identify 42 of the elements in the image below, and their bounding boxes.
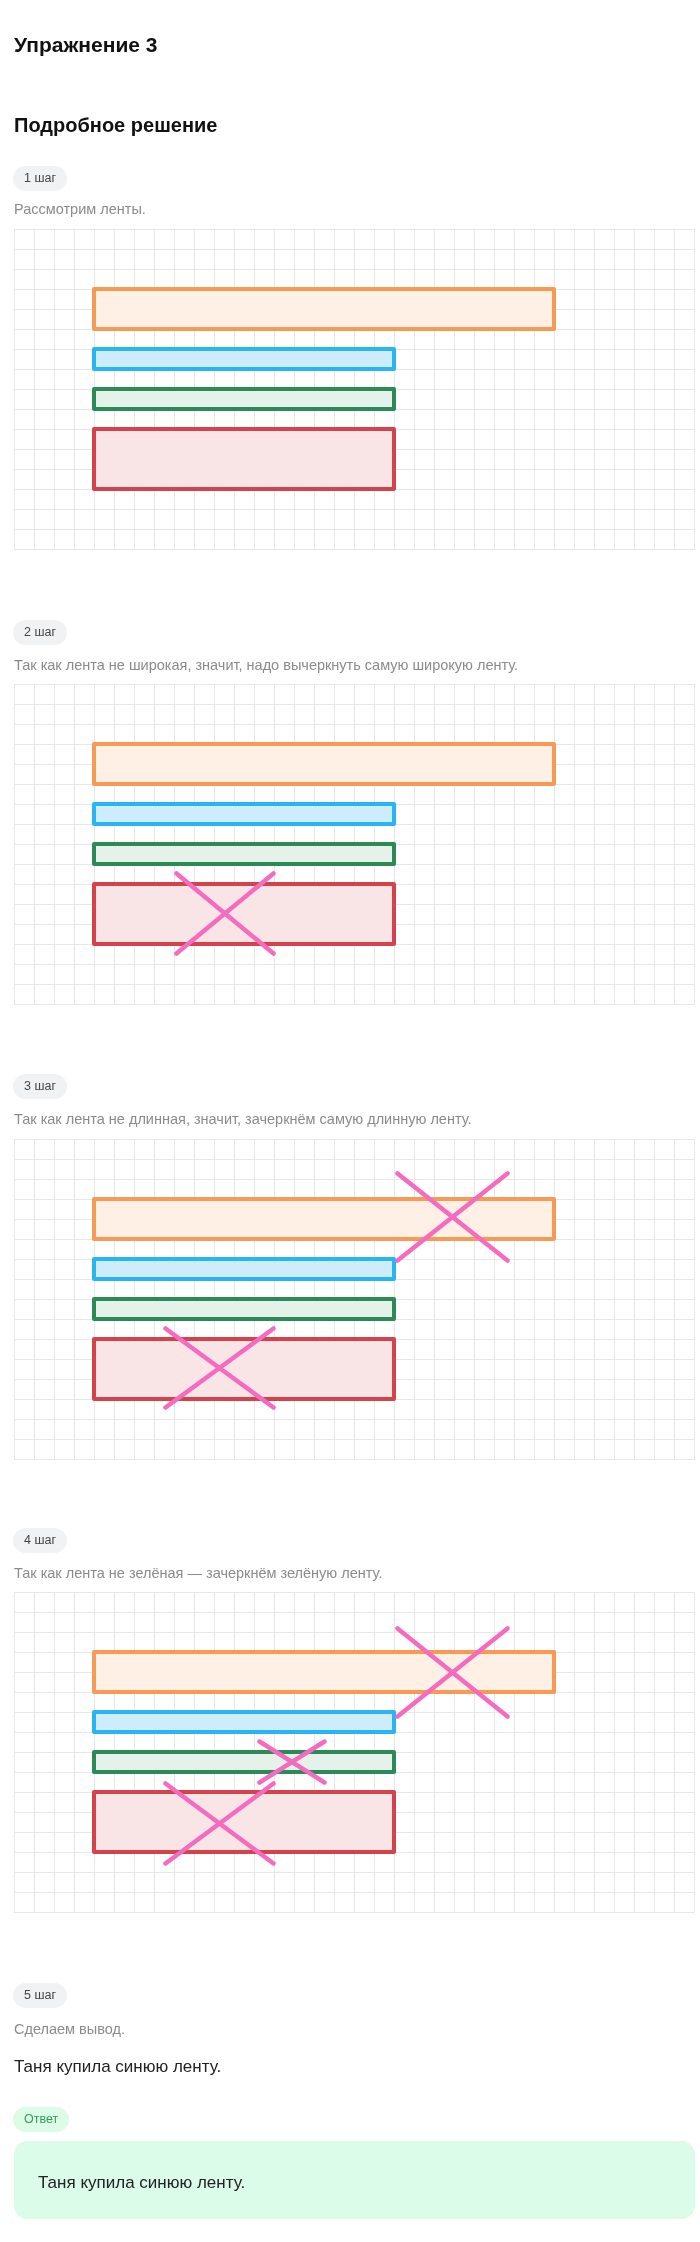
cross-icon — [257, 1739, 327, 1785]
ribbon — [92, 742, 556, 786]
grid-paper — [14, 684, 695, 1005]
cross-icon — [163, 1781, 276, 1866]
ribbon — [92, 287, 556, 331]
ribbon — [92, 1750, 396, 1774]
ribbon — [92, 1710, 396, 1734]
step-text: Так как лента не широкая, значит, надо вычеркнуть самую широкую ленту. — [14, 656, 519, 674]
grid-paper — [14, 1592, 695, 1913]
ribbon — [92, 1650, 556, 1694]
answer-text: Таня купила синюю ленту. — [38, 2172, 246, 2193]
ribbon — [92, 347, 396, 371]
cross-icon — [395, 1171, 510, 1263]
ribbon — [92, 427, 396, 491]
step-text: Сделаем вывод. — [14, 2020, 125, 2038]
answer-badge: Ответ — [13, 2107, 70, 2132]
section-heading: Подробное решение — [14, 113, 218, 137]
ribbon — [92, 1197, 556, 1241]
cross-icon — [395, 1626, 510, 1719]
page-title: Упражнение 3 — [14, 32, 158, 58]
step-text: Так как лента не длинная, значит, зачеркнём самую длинную ленту. — [14, 1110, 472, 1128]
grid-paper — [14, 229, 695, 550]
cross-icon — [174, 871, 276, 956]
answer-card — [14, 2141, 695, 2219]
grid-paper — [14, 1139, 695, 1460]
step-badge: 3 шаг — [13, 1074, 67, 1099]
step-text: Так как лента не зелёная — зачеркнём зелёную ленту. — [14, 1564, 383, 1582]
step-badge: 5 шаг — [13, 1983, 67, 2008]
conclusion-text: Таня купила синюю ленту. — [14, 2056, 222, 2077]
ribbon — [92, 1257, 396, 1281]
ribbon — [92, 882, 396, 946]
step-badge: 2 шаг — [13, 620, 67, 645]
step-badge: 4 шаг — [13, 1528, 67, 1553]
ribbon — [92, 1790, 396, 1854]
step-badge: 1 шаг — [13, 166, 67, 191]
ribbon — [92, 1297, 396, 1321]
step-text: Рассмотрим ленты. — [14, 200, 146, 218]
ribbon — [92, 387, 396, 411]
ribbon — [92, 1337, 396, 1401]
ribbon — [92, 842, 396, 866]
ribbon — [92, 802, 396, 826]
cross-icon — [163, 1326, 276, 1410]
